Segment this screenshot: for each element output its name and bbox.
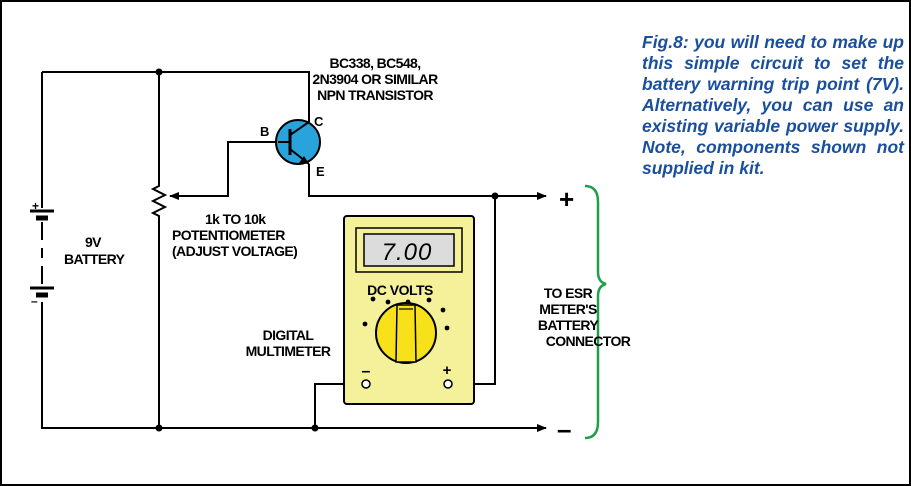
output-minus-sign: – <box>557 414 571 444</box>
transistor-pin-b: B <box>260 124 269 139</box>
meter-negative-sign: – <box>362 363 371 380</box>
junction-dots <box>155 68 499 432</box>
top-rail-wire <box>42 71 310 122</box>
junction-dot <box>311 424 319 432</box>
output-label-line1: TO ESR <box>544 285 593 301</box>
circuit-diagram: + – 9V BATTERY 1k TO 10k POTENTIOMETER (… <box>30 55 631 444</box>
multimeter-label-line1: DIGITAL <box>263 327 315 343</box>
output-plus-sign: + <box>559 184 574 214</box>
meter-positive-sign: + <box>443 362 452 379</box>
connector-bracket <box>584 184 607 440</box>
multimeter-label-line2: MULTIMETER <box>246 343 331 359</box>
transistor-symbol <box>275 119 321 165</box>
bottom-rail-wire <box>41 302 547 432</box>
battery-symbol <box>30 209 54 298</box>
transistor-pin-e: E <box>316 164 325 179</box>
transistor-label-line2: 2N3904 OR SIMILAR <box>312 71 438 87</box>
battery-minus-sign: – <box>31 294 38 308</box>
meter-positive-jack <box>443 379 453 389</box>
knob-pointer <box>395 304 417 363</box>
wires <box>41 71 547 432</box>
battery-label-line1: 9V <box>85 234 102 250</box>
output-label-line2: METER'S <box>539 301 597 317</box>
output-label-line4: CONNECTOR <box>546 333 631 349</box>
pot-label-line3: (ADJUST VOLTAGE) <box>172 243 297 259</box>
meter-negative-jack <box>361 379 371 389</box>
battery-label-line2: BATTERY <box>64 251 126 267</box>
base-wire <box>169 141 278 200</box>
battery-plus-sign: + <box>32 199 39 213</box>
transistor-label-line1: BC338, BC548, <box>329 55 420 71</box>
emitter-wire <box>308 164 547 200</box>
output-label-line3: BATTERY <box>538 317 600 333</box>
multimeter: 7.00 DC VOLTS – + <box>343 215 475 405</box>
junction-dot <box>491 192 499 200</box>
junction-dot <box>155 68 163 76</box>
potentiometer-symbol <box>150 182 168 218</box>
multimeter-reading: 7.00 <box>382 239 433 266</box>
pot-label-line2: POTENTIOMETER <box>172 227 285 243</box>
multimeter-dial-label: DC VOLTS <box>367 282 433 298</box>
pot-label-line1: 1k TO 10k <box>205 211 266 227</box>
transistor-label-line3: NPN TRANSISTOR <box>317 87 433 103</box>
junction-dot <box>155 424 163 432</box>
multimeter-lcd <box>363 233 455 267</box>
transistor-pin-c: C <box>314 114 324 129</box>
figure-caption: Fig.8: you will need to make up this sim… <box>642 32 904 178</box>
